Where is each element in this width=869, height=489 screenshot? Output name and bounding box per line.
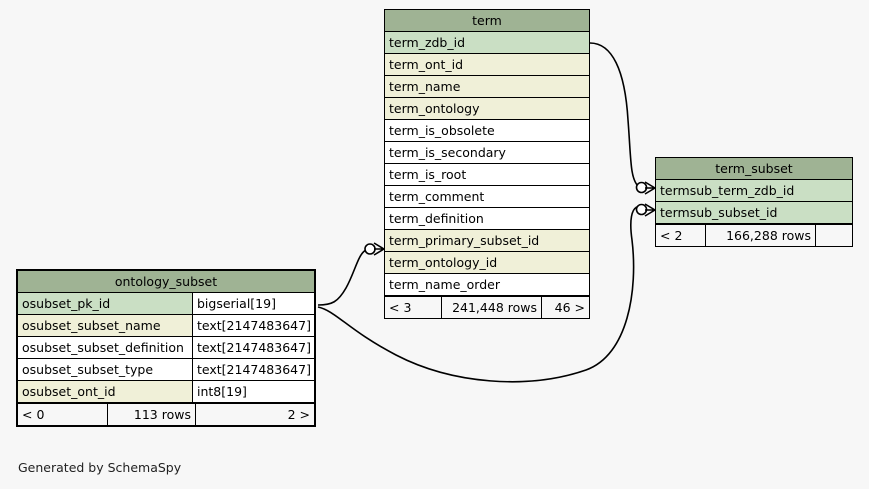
table-term[interactable]: term term_zdb_id term_ont_id term_name t… (384, 9, 590, 319)
table-footer: < 2 166,288 rows (656, 224, 852, 246)
table-ontology-subset-title: ontology_subset (18, 271, 314, 293)
table-term-subset-title: term_subset (656, 158, 852, 180)
column-type: text[2147483647] (192, 359, 314, 380)
table-ontology-subset[interactable]: ontology_subset osubset_pk_id bigserial[… (16, 269, 316, 427)
column-type: bigserial[19] (192, 293, 314, 314)
generated-by-caption: Generated by SchemaSpy (18, 460, 182, 475)
column-name: osubset_subset_type (18, 359, 192, 380)
table-term-title: term (385, 10, 589, 32)
table-row[interactable]: term_is_root (385, 164, 589, 186)
table-row[interactable]: term_is_obsolete (385, 120, 589, 142)
crowsfoot-icon (644, 203, 656, 217)
footer-child-count[interactable]: 2 > (287, 407, 310, 422)
footer-row-count: 113 rows (108, 404, 196, 425)
table-row[interactable]: termsub_term_zdb_id (656, 180, 852, 202)
column-type: int8[19] (192, 381, 314, 402)
column-name: term_ontology_id (385, 252, 589, 273)
table-footer: < 0 113 rows 2 > (18, 403, 314, 425)
footer-row-count: 166,288 rows (706, 225, 816, 246)
column-name: term_ontology (385, 98, 589, 119)
table-footer: < 3 241,448 rows 46 > (385, 296, 589, 318)
table-row[interactable]: osubset_subset_type text[2147483647] (18, 359, 314, 381)
edge-term-to-term-subset (589, 42, 656, 195)
footer-child-count[interactable]: 46 > (554, 300, 585, 315)
column-name: term_is_obsolete (385, 120, 589, 141)
table-row[interactable]: term_is_secondary (385, 142, 589, 164)
column-type: text[2147483647] (192, 337, 314, 358)
table-row[interactable]: term_name_order (385, 274, 589, 296)
table-row[interactable]: term_zdb_id (385, 32, 589, 54)
footer-child-count[interactable] (816, 225, 852, 246)
column-name: term_primary_subset_id (385, 230, 589, 251)
table-row[interactable]: termsub_subset_id (656, 202, 852, 224)
column-name: term_definition (385, 208, 589, 229)
table-row[interactable]: term_comment (385, 186, 589, 208)
table-row[interactable]: term_ontology (385, 98, 589, 120)
column-name: osubset_subset_name (18, 315, 192, 336)
column-name: termsub_term_zdb_id (656, 180, 852, 201)
table-row[interactable]: osubset_subset_name text[2147483647] (18, 315, 314, 337)
table-row[interactable]: term_primary_subset_id (385, 230, 589, 252)
table-row[interactable]: term_name (385, 76, 589, 98)
zero-marker-icon (635, 203, 648, 216)
table-row[interactable]: osubset_pk_id bigserial[19] (18, 293, 314, 315)
edge-ontology-subset-to-term (317, 242, 385, 306)
column-name: termsub_subset_id (656, 202, 852, 223)
column-name: term_name (385, 76, 589, 97)
table-term-subset[interactable]: term_subset termsub_term_zdb_id termsub_… (655, 157, 853, 247)
table-row[interactable]: osubset_subset_definition text[214748364… (18, 337, 314, 359)
column-name: osubset_subset_definition (18, 337, 192, 358)
column-name: term_comment (385, 186, 589, 207)
crowsfoot-icon (644, 181, 656, 195)
zero-marker-icon (364, 243, 376, 255)
table-row[interactable]: osubset_ont_id int8[19] (18, 381, 314, 403)
column-type: text[2147483647] (192, 315, 314, 336)
table-row[interactable]: term_definition (385, 208, 589, 230)
column-name: osubset_ont_id (18, 381, 192, 402)
footer-parent-count[interactable]: < 0 (18, 404, 108, 425)
table-row[interactable]: term_ont_id (385, 54, 589, 76)
footer-parent-count[interactable]: < 2 (656, 225, 706, 246)
column-name: term_ont_id (385, 54, 589, 75)
column-name: term_name_order (385, 274, 589, 295)
column-name: osubset_pk_id (18, 293, 192, 314)
footer-parent-count[interactable]: < 3 (385, 297, 442, 318)
zero-marker-icon (635, 181, 648, 194)
column-name: term_is_root (385, 164, 589, 185)
footer-row-count: 241,448 rows (442, 297, 542, 318)
table-row[interactable]: term_ontology_id (385, 252, 589, 274)
crowsfoot-icon (373, 242, 385, 256)
column-name: term_zdb_id (385, 32, 589, 53)
column-name: term_is_secondary (385, 142, 589, 163)
